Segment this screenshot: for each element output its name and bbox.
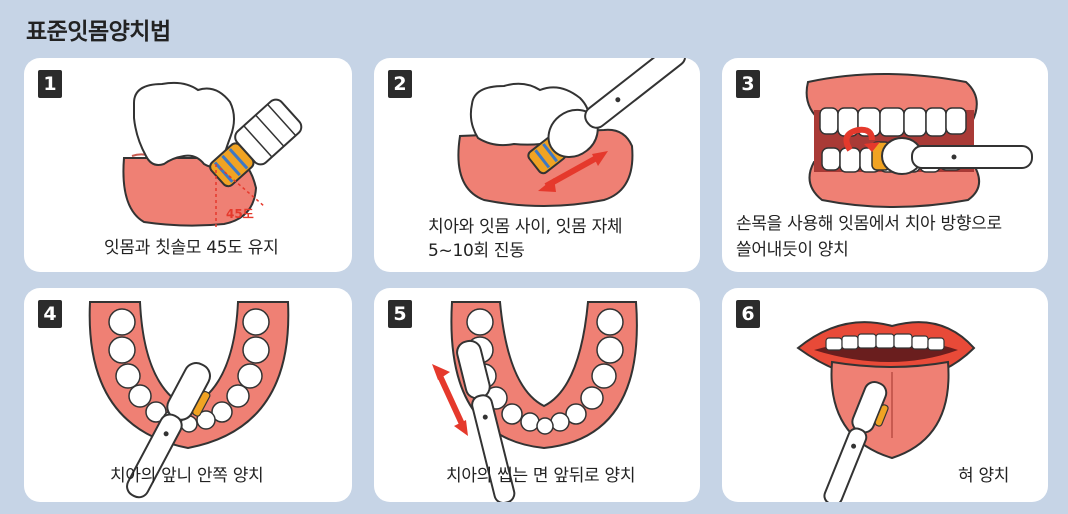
step-caption-line: 잇몸과 칫솔모 45도 유지 — [104, 238, 279, 258]
step-card-5: 5 치아의 씹는 면 앞뒤로 양치 — [374, 288, 700, 502]
step-caption-line: 치아의 앞니 안쪽 양치 — [110, 466, 264, 486]
illustration-gum-vibration — [457, 58, 687, 207]
step-number: 1 — [38, 70, 62, 98]
step-number: 6 — [736, 300, 760, 328]
illustration-tongue — [796, 321, 976, 502]
step-card-6: 6 혀 양치 — [722, 288, 1048, 502]
step-card-3: 3 손목을 사용해 잇몸에서 치아 방향으로 쓸어내듯이 양치 — [722, 58, 1048, 272]
step-caption-line: 치아와 잇몸 사이, 잇몸 자체 — [428, 217, 623, 237]
step-number: 4 — [38, 300, 62, 328]
step-caption-line: 5~10회 진동 — [428, 241, 525, 261]
illustration-gum-brush-45deg: 45도 — [122, 81, 303, 228]
step-number: 2 — [388, 70, 412, 98]
angle-label: 45도 — [226, 207, 254, 221]
step-number: 5 — [388, 300, 412, 328]
step-caption-line: 손목을 사용해 잇몸에서 치아 방향으로 — [736, 214, 1002, 234]
page-title: 표준잇몸양치법 — [26, 19, 171, 45]
step-caption-line: 치아의 씹는 면 앞뒤로 양치 — [446, 466, 636, 486]
step-caption-line: 쓸어내듯이 양치 — [736, 240, 849, 260]
step-card-4: 4 치아의 앞니 안쪽 양치 — [24, 288, 352, 502]
illustration-chewing-surface — [432, 301, 638, 502]
step-number: 3 — [736, 70, 760, 98]
step-caption-line: 혀 양치 — [958, 466, 1010, 486]
step-card-1: 1 45도 잇몸과 칫솔모 45도 유지 — [24, 58, 352, 272]
illustration-lower-arch-front-inner — [88, 301, 290, 499]
step-card-2: 2 치아와 잇몸 사이, 잇몸 자체 5~10회 진동 — [374, 58, 700, 272]
illustration-wrist-sweep — [805, 73, 1033, 208]
